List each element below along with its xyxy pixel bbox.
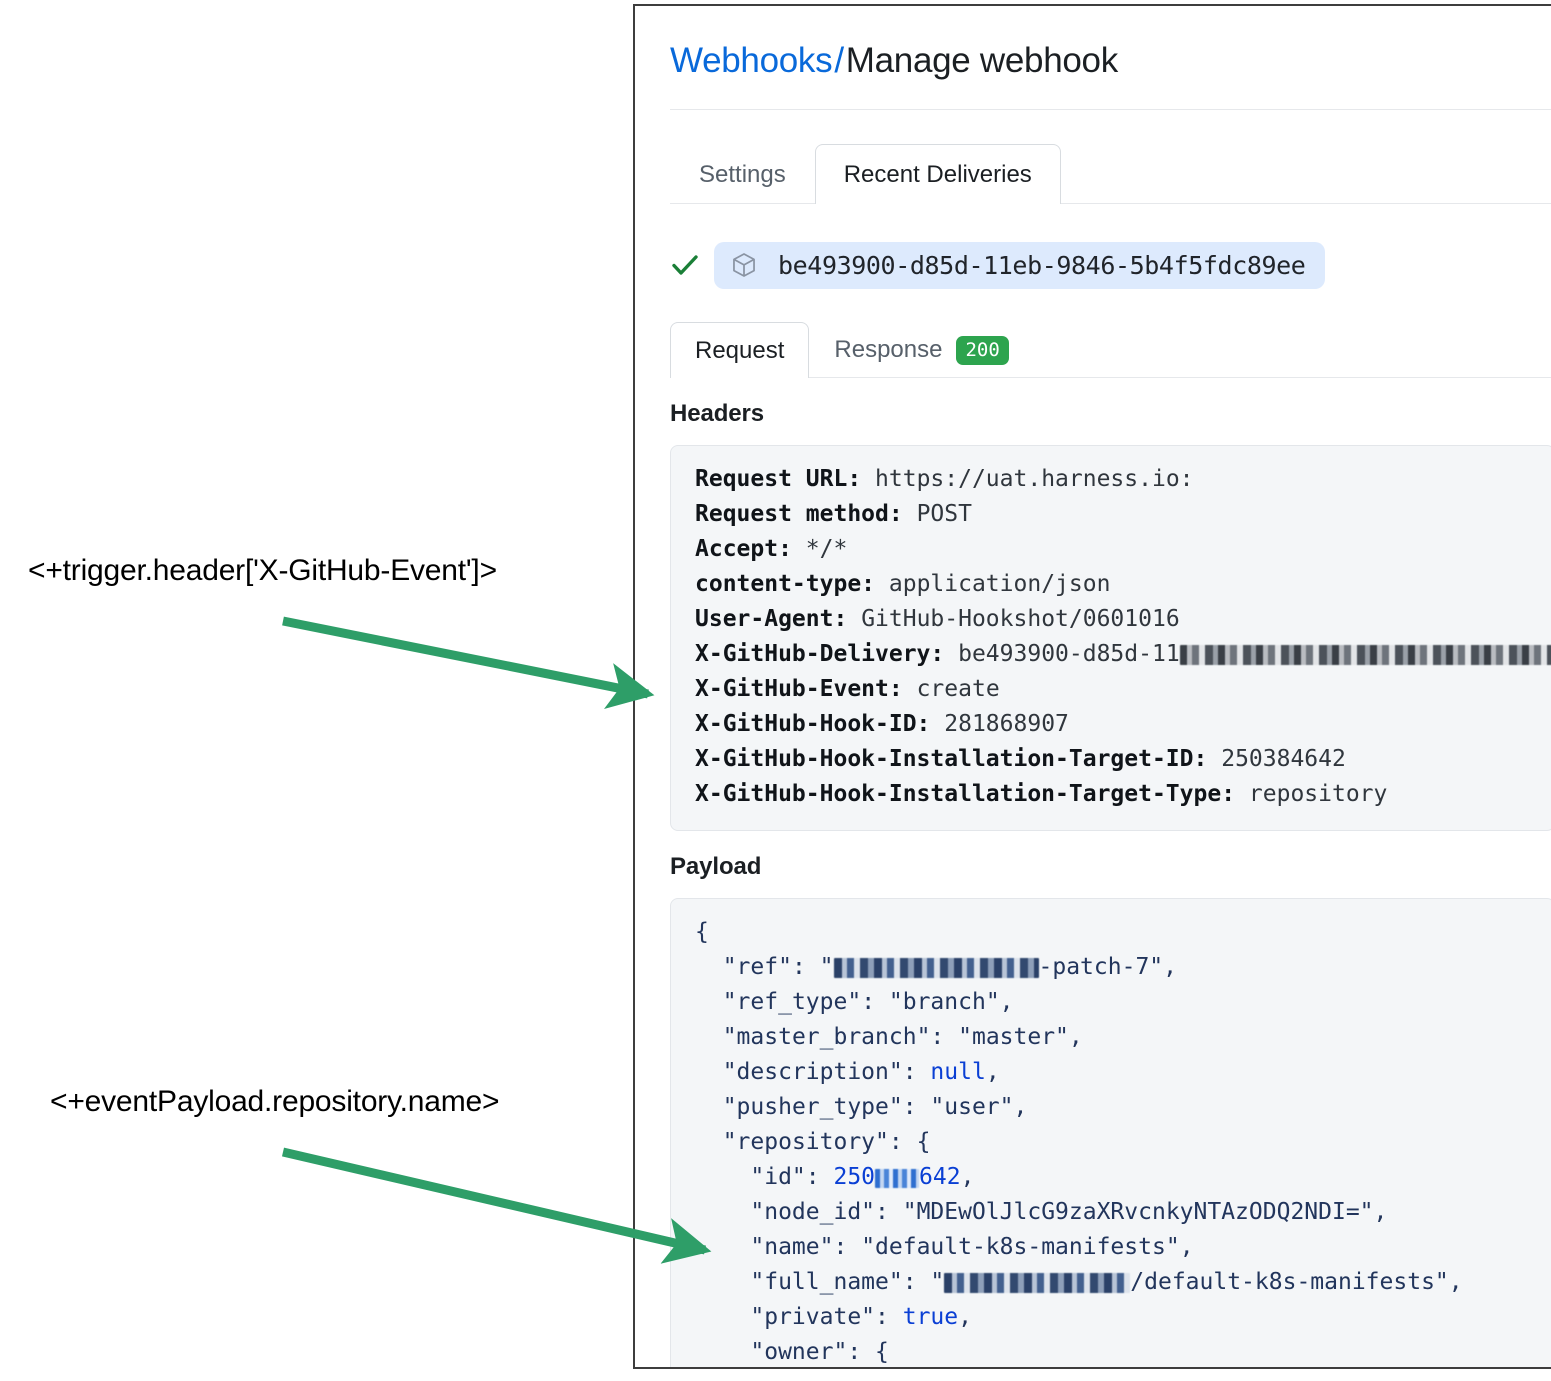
payload-title: Payload xyxy=(670,852,762,880)
page-title: Manage webhook xyxy=(845,41,1118,80)
header-value: be493900-d85d-11 xyxy=(958,640,1180,667)
header-key: Request URL: xyxy=(695,465,862,492)
tab-settings[interactable]: Settings xyxy=(699,160,786,188)
webhook-panel: Webhooks/Manage webhook Settings Recent … xyxy=(633,4,1551,1369)
redacted-repo-id xyxy=(875,1168,920,1188)
header-row: X-GitHub-Delivery: be493900-d85d-11 xyxy=(695,641,1551,667)
header-row: Accept: */* xyxy=(695,536,847,562)
check-icon xyxy=(670,250,700,280)
header-value: application/json xyxy=(888,570,1111,597)
header-row: User-Agent: GitHub-Hookshot/0601016 xyxy=(695,606,1180,632)
headers-title: Headers xyxy=(670,399,765,427)
webhook-tabs: Settings Recent Deliveries xyxy=(670,141,1551,204)
header-row: Request method: POST xyxy=(695,501,972,527)
header-row: Request URL: https://uat.harness.io: xyxy=(695,466,1194,492)
header-key: X-GitHub-Hook-ID: xyxy=(695,710,931,737)
payload-line: "ref_type": "branch", xyxy=(722,988,1014,1015)
header-value: */* xyxy=(805,535,848,562)
payload-line: "repository": { xyxy=(722,1128,931,1155)
header-key: Request method: xyxy=(695,500,903,527)
header-value: https://uat.harness.io: xyxy=(875,465,1194,492)
annotation-label-event-payload: <+eventPayload.repository.name> xyxy=(50,1085,500,1118)
breadcrumb-link-webhooks[interactable]: Webhooks xyxy=(670,41,833,80)
delivery-id-text: be493900-d85d-11eb-9846-5b4f5fdc89ee xyxy=(778,250,1306,280)
delivery-id-pill[interactable]: be493900-d85d-11eb-9846-5b4f5fdc89ee xyxy=(714,241,1326,289)
header-value: 281868907 xyxy=(944,710,1069,737)
cube-icon xyxy=(730,251,758,279)
payload-line: { xyxy=(695,918,709,945)
payload-box: { "ref": "-patch-7", "ref_type": "branch… xyxy=(670,897,1551,1367)
headers-box: Request URL: https://uat.harness.io: Req… xyxy=(670,444,1551,831)
annotation-label-trigger-header: <+trigger.header['X-GitHub-Event']> xyxy=(28,554,497,587)
status-badge: 200 xyxy=(956,335,1009,365)
tab-recent-deliveries[interactable]: Recent Deliveries xyxy=(814,143,1061,204)
tab-request[interactable]: Request xyxy=(670,321,810,378)
breadcrumb: Webhooks/Manage webhook xyxy=(670,6,1551,109)
payload-line: "pusher_type": "user", xyxy=(722,1093,1028,1120)
breadcrumb-separator: / xyxy=(834,41,844,80)
header-key: X-GitHub-Delivery: xyxy=(695,640,945,667)
payload-line: "node_id": "MDEwOlJlcG9zaXRvcnkyNTAzODQ2… xyxy=(750,1198,1388,1225)
redacted-delivery-id xyxy=(1179,644,1551,665)
delivery-subtabs: Request Response 200 xyxy=(670,319,1551,378)
header-divider xyxy=(670,108,1551,110)
header-key: Accept: xyxy=(695,535,792,562)
subtabs-divider xyxy=(670,376,1551,378)
redacted-owner xyxy=(944,1272,1131,1293)
tab-request-label: Request xyxy=(695,336,785,364)
redacted-user xyxy=(833,957,1039,978)
header-row: X-GitHub-Hook-Installation-Target-Type: … xyxy=(695,781,1387,807)
header-row: X-GitHub-Event: create xyxy=(695,676,1000,702)
header-key: content-type: xyxy=(695,570,876,597)
annotation-arrow-1 xyxy=(282,616,655,710)
header-value: create xyxy=(916,675,1000,702)
header-row: X-GitHub-Hook-Installation-Target-ID: 25… xyxy=(695,746,1346,772)
header-row: content-type: application/json xyxy=(695,571,1110,597)
header-key: X-GitHub-Hook-Installation-Target-Type: xyxy=(695,780,1236,807)
payload-line: "private": true, xyxy=(750,1303,972,1330)
header-row: X-GitHub-Hook-ID: 281868907 xyxy=(695,711,1069,737)
header-key: User-Agent: xyxy=(695,605,848,632)
header-key: X-GitHub-Event: xyxy=(695,675,903,702)
payload-line: "description": null, xyxy=(722,1058,1000,1085)
payload-line: "master_branch": "master", xyxy=(722,1023,1083,1050)
header-key: X-GitHub-Hook-Installation-Target-ID: xyxy=(695,745,1208,772)
header-value: GitHub-Hookshot/0601016 xyxy=(861,605,1180,632)
tabs-divider xyxy=(670,202,1551,204)
payload-line: "name": "default-k8s-manifests", xyxy=(750,1233,1194,1260)
header-value: repository xyxy=(1248,780,1388,807)
payload-line: "full_name": "/default-k8s-manifests", xyxy=(750,1268,1463,1295)
payload-line: "owner": { xyxy=(750,1338,889,1365)
tab-response[interactable]: Response 200 xyxy=(809,321,1033,378)
payload-line: "ref": "-patch-7", xyxy=(722,953,1177,980)
header-value: POST xyxy=(916,500,972,527)
delivery-row[interactable]: be493900-d85d-11eb-9846-5b4f5fdc89ee xyxy=(670,241,1551,289)
header-value: 250384642 xyxy=(1221,745,1346,772)
tab-response-label: Response xyxy=(834,336,943,364)
